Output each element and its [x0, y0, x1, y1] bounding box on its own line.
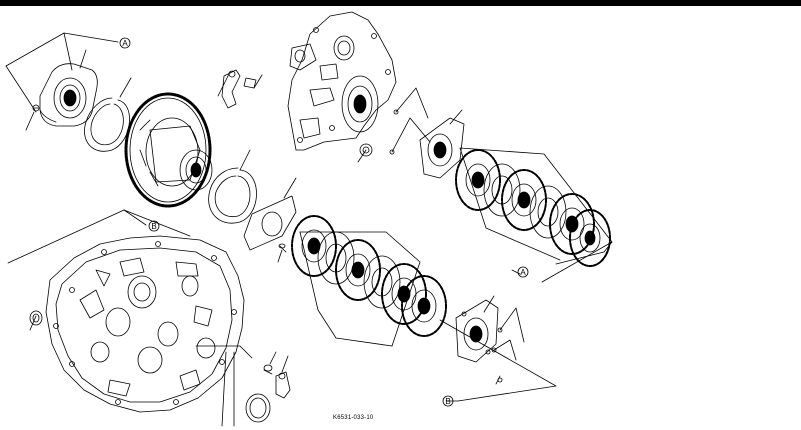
- clutch-pack-upper: [455, 149, 611, 267]
- small-bolts: [491, 327, 503, 383]
- figure-code: K6531-033-10: [333, 415, 374, 421]
- transmission-housing: [45, 235, 245, 413]
- clutch-disc: [401, 275, 447, 337]
- reference-marker-a-right: A: [517, 266, 529, 278]
- clutch-disc: [335, 239, 381, 301]
- clutch-disc: [501, 169, 547, 231]
- small-bolts: [389, 109, 399, 155]
- dowel-pin: [278, 243, 287, 253]
- reference-letter: A: [520, 268, 526, 277]
- clutch-pack-lower: [291, 215, 447, 337]
- thrust-washer: [243, 195, 297, 251]
- clutch-plate: [529, 185, 567, 239]
- transmission-cover: [287, 11, 397, 151]
- clutch-disc: [455, 149, 501, 211]
- reference-letter: B: [445, 397, 450, 406]
- shift-lever: [221, 69, 257, 109]
- reference-marker-b-mid: B: [148, 220, 160, 232]
- drain-plug: [263, 364, 273, 375]
- reference-marker-a-top: A: [119, 37, 131, 49]
- clutch-end-plate-lower: [455, 299, 499, 363]
- bolt: [32, 104, 40, 112]
- snap-ring-middle: [208, 167, 257, 224]
- clutch-end-plate-upper: [419, 117, 465, 179]
- o-ring-small: [359, 143, 373, 157]
- callout-leaders: [5, 32, 613, 427]
- reference-marker-b-bottom: B: [442, 395, 454, 407]
- differential-gear: [124, 92, 213, 208]
- clutch-disc: [291, 215, 337, 277]
- seal-housing: [39, 63, 98, 127]
- header-rule: [0, 0, 801, 6]
- oil-seal-bottom: [245, 393, 271, 423]
- reference-letter: A: [122, 39, 128, 48]
- clutch-disc: [569, 209, 611, 267]
- detent-lever: [275, 371, 291, 399]
- reference-letter: B: [151, 222, 156, 231]
- oil-seal-left: [29, 310, 43, 326]
- snap-ring-upper: [84, 97, 130, 152]
